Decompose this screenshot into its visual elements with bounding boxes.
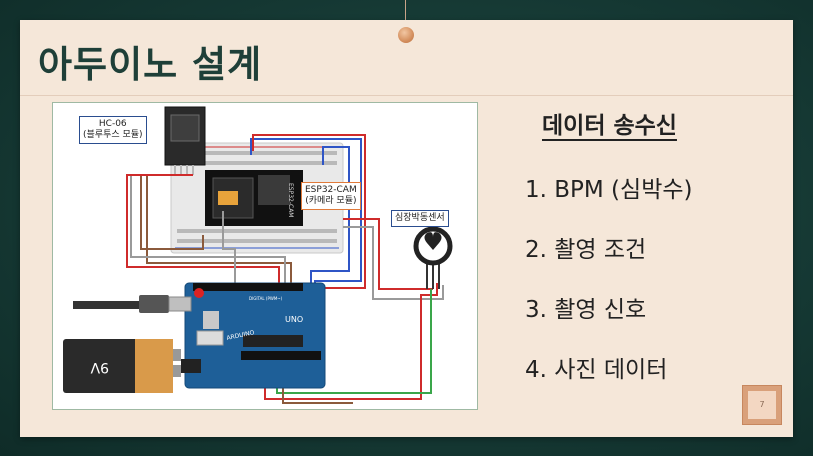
pin-ornament — [398, 27, 414, 43]
wire-gray-3 — [222, 211, 236, 298]
wire-red-3 — [343, 218, 433, 290]
wire-green-1 — [276, 289, 432, 394]
wire-red-4 — [264, 283, 438, 400]
hc06-label-line2: (블루투스 모듈) — [83, 130, 143, 140]
wire-red-2 — [126, 174, 280, 298]
hc06-pins — [174, 165, 194, 175]
list-item-shooting-signal: 3. 촬영 신호 — [525, 297, 647, 323]
arduino-digital-header: DIGITAL (PWM~) — [249, 296, 283, 301]
list-item-photo-data: 4. 사진 데이터 — [525, 357, 668, 383]
esp32-label-line1: ESP32-CAM — [305, 185, 357, 195]
battery-label: 9V — [90, 359, 109, 375]
wire-brown-3 — [282, 388, 353, 404]
arduino-uno: UNO ARDUINO DIGITAL (PWM~) — [184, 282, 326, 389]
title-divider — [20, 95, 793, 96]
breadboard-holes — [177, 151, 337, 243]
page-number: 7 — [748, 391, 776, 419]
esp32-label-line2: (카메라 모듈) — [305, 196, 357, 206]
esp32-camera-lens — [218, 191, 238, 205]
page-number-badge: 7 — [742, 385, 782, 425]
esp32-board-print: ESP32-CAM — [287, 183, 294, 218]
hc06-label-line1: HC-06 — [98, 119, 127, 129]
slide: 아두이노 설계 ESP32-CAM — [20, 20, 793, 437]
heart-sensor-label: 심장박동센서 — [391, 210, 449, 227]
hanging-string — [405, 0, 406, 28]
wire-red-1 — [252, 134, 366, 289]
hc06-chip — [170, 114, 200, 142]
wire-gray-2 — [343, 226, 444, 300]
list-item-bpm: 1. BPM (심박수) — [525, 177, 693, 203]
list-item-shooting-condition: 2. 촬영 조건 — [525, 237, 647, 263]
usb-cable — [73, 295, 192, 313]
esp32-label: ESP32-CAM (카메라 모듈) — [301, 182, 361, 210]
slide-title: 아두이노 설계 — [38, 43, 263, 86]
circuit-diagram: ESP32-CAM — [52, 102, 478, 410]
esp32-cam-chip — [258, 175, 290, 205]
hc06-label: HC-06 (블루투스 모듈) — [79, 116, 147, 144]
section-title: 데이터 송수신 — [542, 113, 677, 139]
circuit-diagram-svg: ESP32-CAM — [63, 106, 453, 404]
arduino-uno-model: UNO — [285, 315, 303, 324]
heart-sensor — [413, 226, 453, 289]
battery-9v: 9V — [63, 339, 201, 393]
